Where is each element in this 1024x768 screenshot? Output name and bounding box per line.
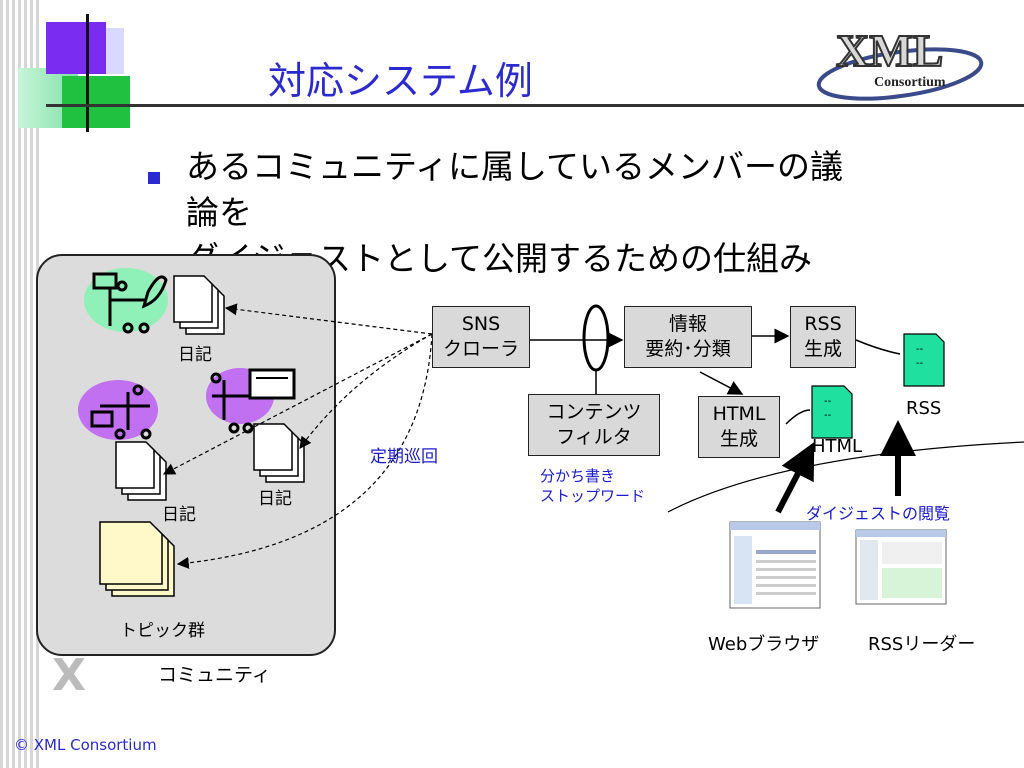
info-line1: 情報	[668, 313, 707, 335]
html-doc-icon: -- --	[811, 385, 853, 439]
content-filter-box: コンテンツ フィルタ	[528, 394, 660, 456]
filter-note-line2: ストップワード	[540, 487, 646, 505]
sns-line1: SNS	[461, 313, 501, 335]
filter-lens	[582, 304, 610, 372]
diary-label-2: 日記	[162, 505, 196, 525]
diary-doc-3-icon	[253, 423, 305, 483]
decor-vertical-line	[86, 14, 89, 132]
diary-doc-2-icon	[115, 441, 167, 501]
watermark-x: X	[52, 650, 86, 701]
sns-crawler-box: SNS クローラ	[432, 306, 530, 368]
info-line2: 要約･分類	[645, 338, 731, 360]
rss-gen-line1: RSS	[804, 313, 842, 335]
filter-line1: コンテンツ	[546, 401, 642, 423]
filter-line2: フィルタ	[556, 426, 632, 448]
browser-view-arrow	[775, 442, 815, 514]
patrol-arrows	[162, 303, 433, 569]
html-gen-line2: 生成	[719, 428, 758, 450]
html-gen-line1: HTML	[712, 403, 766, 425]
svg-text:--: --	[824, 396, 832, 407]
member-mint-icon	[84, 268, 168, 334]
diary-doc-1-icon	[173, 275, 225, 335]
topic-docs-icon	[99, 521, 175, 597]
html-doc-label: HTML	[812, 436, 863, 457]
slide-title: 対応システム例	[268, 59, 533, 103]
copyright: © XML Consortium	[14, 736, 157, 754]
rss-doc-label: RSS	[906, 398, 942, 419]
svg-text:--: --	[916, 358, 924, 369]
flow-arrows	[528, 328, 901, 425]
bullet-line-1: あるコミュニティに属しているメンバーの議	[186, 147, 844, 186]
rss-gen-box: RSS 生成	[790, 306, 856, 368]
sns-line2: クローラ	[442, 338, 519, 360]
filter-note: 分かち書き ストップワード	[540, 466, 645, 506]
topic-label: トピック群	[120, 621, 205, 641]
decor-square-green	[62, 76, 130, 128]
svg-text:--: --	[916, 344, 924, 355]
info-summary-box: 情報 要約･分類	[624, 306, 752, 368]
member-purple-left-icon	[78, 380, 158, 440]
diary-label-3: 日記	[258, 489, 292, 509]
community-label: コミュニティ	[158, 664, 271, 686]
decor-square-lavender	[106, 28, 124, 74]
bullet-line-2: 論を	[186, 193, 252, 232]
rss-doc-icon: -- --	[903, 333, 945, 387]
side-stripes	[0, 0, 40, 768]
svg-text:--: --	[824, 410, 832, 421]
title-underline	[46, 104, 1024, 107]
rss-gen-line2: 生成	[803, 338, 842, 360]
member-purple-right-icon	[206, 368, 296, 434]
bullet-marker	[148, 172, 160, 184]
reader-label: RSSリーダー	[868, 634, 976, 655]
decor-square-purple	[46, 22, 106, 74]
diary-label-1: 日記	[178, 345, 212, 365]
patrol-label: 定期巡回	[370, 447, 438, 467]
html-gen-box: HTML 生成	[698, 396, 780, 458]
digest-label: ダイジェストの閲覧	[806, 504, 951, 523]
rss-reader-thumbnail	[855, 529, 947, 605]
browser-label: Webブラウザ	[708, 634, 820, 655]
filter-note-line1: 分かち書き	[540, 467, 616, 485]
web-browser-thumbnail	[729, 521, 821, 609]
